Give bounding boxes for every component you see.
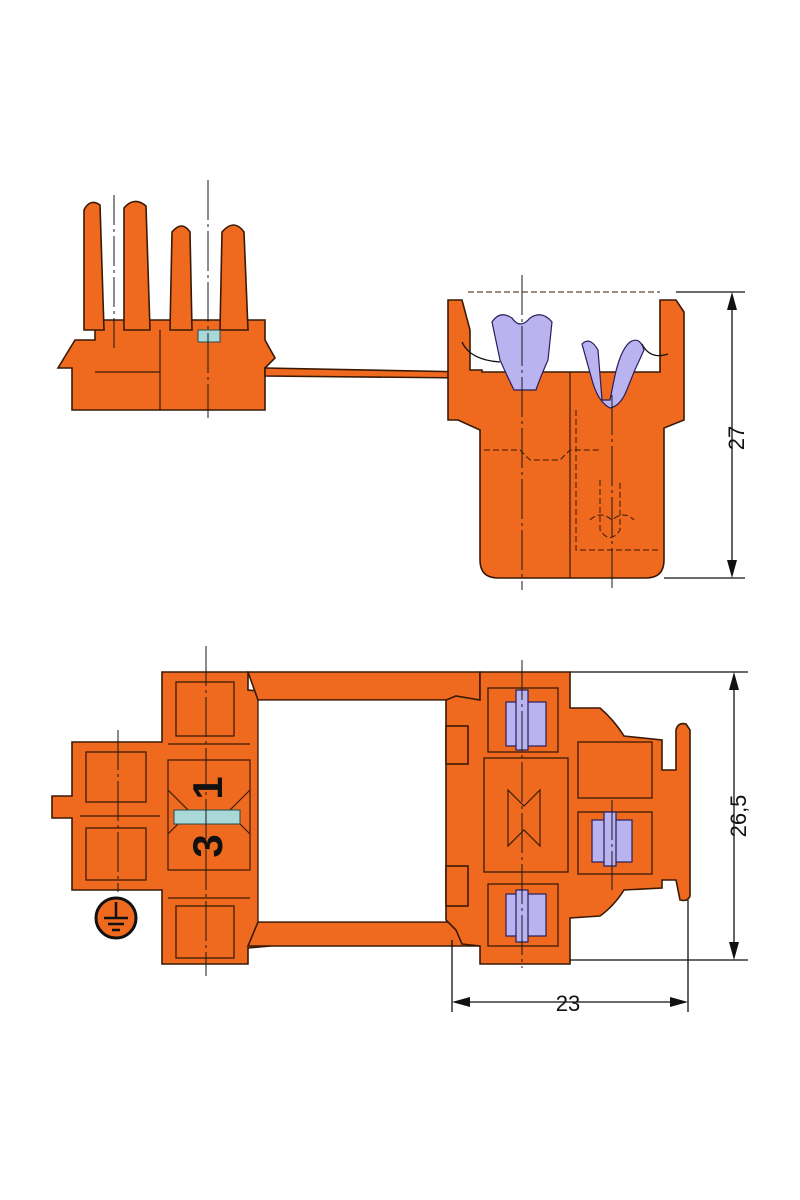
dimension-26-5-label: 26,5 [726,795,751,838]
side-view-plug [56,180,471,418]
dimension-27-label: 27 [724,426,749,450]
pin-label-1: 1 [184,776,231,799]
pin-label-3: 3 [184,834,231,857]
top-view-assembly: 3 1 [51,646,691,976]
dimension-23: 23 [451,900,689,1016]
dimension-26-5: 26,5 [570,671,751,961]
side-view-socket [447,275,685,590]
dimension-27: 27 [664,291,749,579]
ground-symbol-icon [94,896,138,940]
dimension-23-label: 23 [556,991,580,1016]
